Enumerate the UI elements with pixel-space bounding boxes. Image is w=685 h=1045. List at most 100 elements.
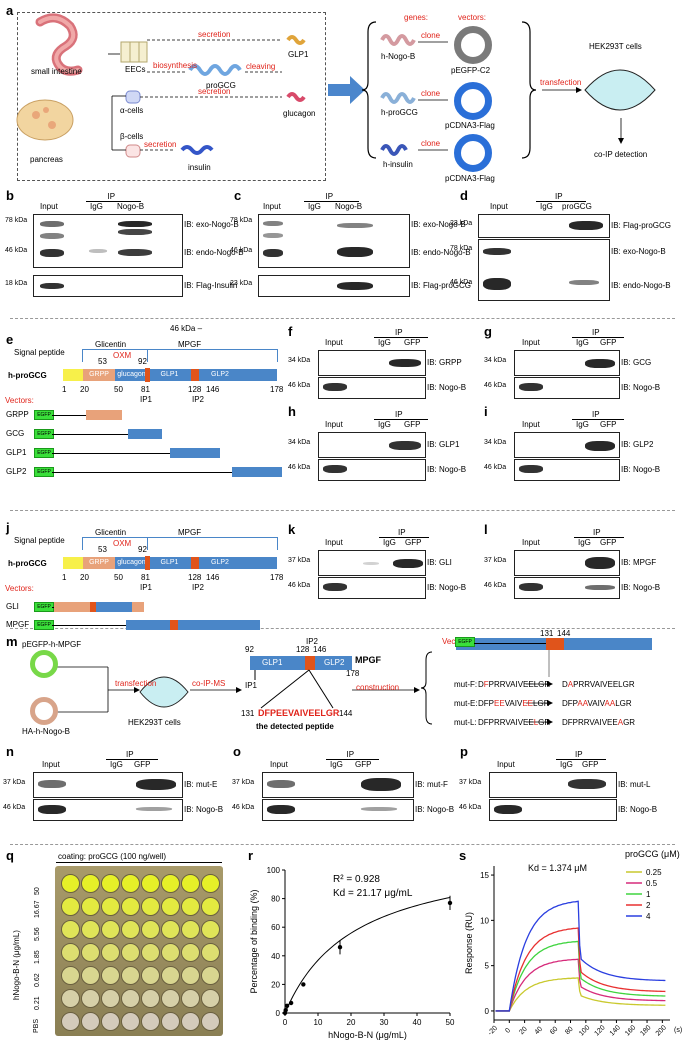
lane-label-gfp: GFP (405, 538, 422, 547)
egfp-tag: EGFP (34, 602, 54, 612)
elisa-well (121, 920, 140, 939)
x-tick-label: 40 (413, 1018, 422, 1027)
mut-sequence: DAPRRVAIVEELGR (562, 680, 635, 689)
blot-strip (33, 275, 183, 297)
ib-label: IB: Nogo-B (621, 383, 661, 392)
blot-band (363, 562, 379, 565)
domain-segment (63, 557, 83, 569)
y-axis-label: Percentage of binding (%) (249, 889, 259, 993)
y-tick-label: 0 (276, 1009, 281, 1018)
concentration-label: 0.62 (34, 973, 41, 987)
label-pegfp-c2: pEGFP-C2 (451, 66, 491, 75)
elisa-well (61, 920, 80, 939)
lane-label-input: Input (263, 202, 281, 211)
elisa-well (101, 920, 120, 939)
label-glucagon: glucagon (283, 109, 316, 118)
label-pegfp-h-mpgf: pEGFP-h-MPGF (22, 640, 82, 649)
lane-label-igg: IgG (378, 338, 391, 347)
lane-label-input: Input (497, 760, 515, 769)
ip-bracket (106, 759, 158, 760)
blot-band (585, 359, 615, 368)
panel-label-s: s (459, 848, 467, 863)
mutant-label: mut-F: (454, 680, 478, 689)
plasmid-pcdna3-1 (454, 82, 492, 120)
lane-label-igg: IgG (576, 420, 589, 429)
ib-label: IB: endo-Nogo-B (611, 281, 671, 290)
blot-band (323, 583, 347, 591)
data-point (288, 1000, 294, 1006)
vector-fragment (90, 602, 96, 612)
mw-marker: 46 kDa (288, 464, 311, 471)
blot-strip (318, 577, 426, 599)
ip-bracket (556, 759, 606, 760)
lane-label-gfp: GFP (404, 420, 421, 429)
elisa-well (141, 966, 160, 985)
mw-marker: 23 kDa (230, 280, 253, 287)
elisa-well (81, 989, 100, 1008)
ip-bracket (536, 201, 586, 202)
elisa-well (81, 920, 100, 939)
ip-label: IP (592, 410, 600, 419)
x-tick-label: 80 (564, 1026, 575, 1037)
mw-marker: 46 kDa (484, 582, 507, 589)
mw-marker: 34 kDa (484, 439, 507, 446)
num-144: 144 (557, 629, 571, 638)
label-beta-cells: β-cells (120, 132, 144, 141)
mutant-label: mut-E: (454, 699, 478, 708)
num-178: 178 (346, 669, 360, 678)
domain-glp2: GLP2 (324, 658, 345, 667)
sensorgram-1 (495, 940, 666, 1012)
elisa-well (161, 989, 180, 1008)
elisa-well (81, 966, 100, 985)
vector-fragment (126, 620, 170, 630)
num-n20: 20 (80, 385, 89, 394)
mw-marker: 37 kDa (232, 779, 255, 786)
egfp-tag: EGFP (34, 620, 54, 630)
ip-label: IP (126, 750, 134, 759)
bracket-glicentin (82, 349, 148, 362)
ip-bracket (374, 419, 428, 420)
elisa-well (101, 874, 120, 893)
lane-label-igg: IgG (308, 202, 321, 211)
y-tick-label: 100 (267, 866, 281, 875)
elisa-well (181, 1012, 200, 1031)
x-tick-label: -20 (487, 1025, 499, 1037)
ip-label: IP (346, 750, 355, 759)
sensorgram-0.5 (495, 958, 666, 1012)
panel-label-m: m (6, 634, 18, 649)
y-tick-label: 40 (271, 952, 280, 961)
elisa-well (101, 966, 120, 985)
domain-segment (241, 557, 277, 569)
x-tick-label: 120 (593, 1024, 606, 1037)
blot-strip (514, 350, 620, 376)
data-point (283, 1007, 288, 1013)
blot-strip (318, 377, 426, 399)
ip-label: IP (555, 192, 563, 201)
x-tick-label: 0 (283, 1018, 288, 1027)
mw-marker: 78 kDa (5, 217, 28, 224)
blot-strip (514, 432, 620, 458)
panel-label-d: d (460, 188, 468, 203)
blot-strip (514, 377, 620, 399)
panel-label-j: j (6, 520, 10, 535)
blot-strip (262, 772, 414, 798)
label-clone: clone (421, 31, 441, 40)
ip-label: IP (593, 528, 601, 537)
blot-strip (33, 772, 183, 798)
domain-glp1: GLP1 (148, 557, 191, 569)
vector-fragment (178, 620, 260, 630)
label-secretion: secretion (144, 140, 177, 149)
lane-label-input: Input (325, 538, 343, 547)
label-mpgf: MPGF (178, 528, 202, 537)
num-n1: 1 (62, 573, 67, 582)
label-construction: construction (356, 683, 400, 692)
num-92: 92 (245, 645, 254, 654)
bracket-mpgf (146, 349, 278, 362)
label-ip1: IP1 (140, 395, 153, 404)
biosynthesis-box (17, 12, 326, 181)
blot-band (585, 441, 615, 451)
coating-bracket (56, 862, 222, 863)
